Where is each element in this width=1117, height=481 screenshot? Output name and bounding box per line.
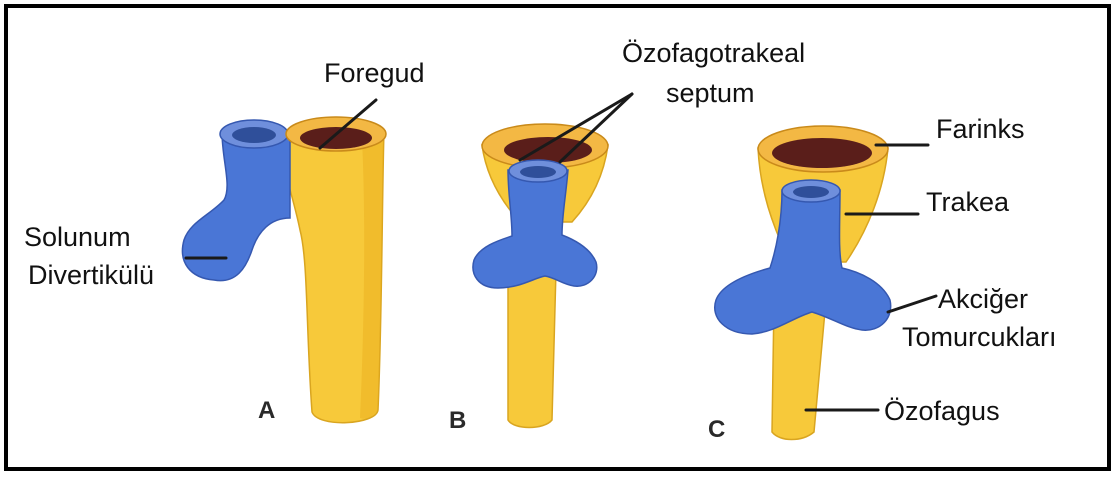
label-solunum: Solunum — [24, 222, 131, 252]
panel-b-blue-lumen — [520, 166, 556, 178]
label-foregud: Foregud — [324, 58, 425, 88]
panel-a-yellow-lumen — [300, 127, 372, 149]
panel-b-letter: B — [449, 407, 466, 434]
panel-a-letter: A — [258, 397, 275, 424]
panel-c-letter: C — [708, 416, 725, 443]
label-ozofagus: Özofagus — [884, 396, 1000, 426]
panel-b-yellow-lumen — [504, 137, 592, 163]
label-divertikulu: Divertikülü — [28, 260, 154, 290]
label-tomurcuklari: Tomurcukları — [902, 322, 1057, 352]
panel-a-blue-lumen — [232, 127, 276, 143]
label-akciger: Akciğer — [938, 284, 1028, 314]
panel-b-esophagus — [508, 270, 556, 428]
panel-c-blue-lumen — [793, 186, 829, 198]
panel-c-yellow-lumen — [772, 138, 872, 168]
label-trakea: Trakea — [926, 187, 1010, 217]
label-septum: septum — [666, 78, 755, 108]
label-farinks: Farinks — [936, 114, 1025, 144]
label-ozofagotrakeal: Özofagotrakeal — [622, 38, 805, 68]
